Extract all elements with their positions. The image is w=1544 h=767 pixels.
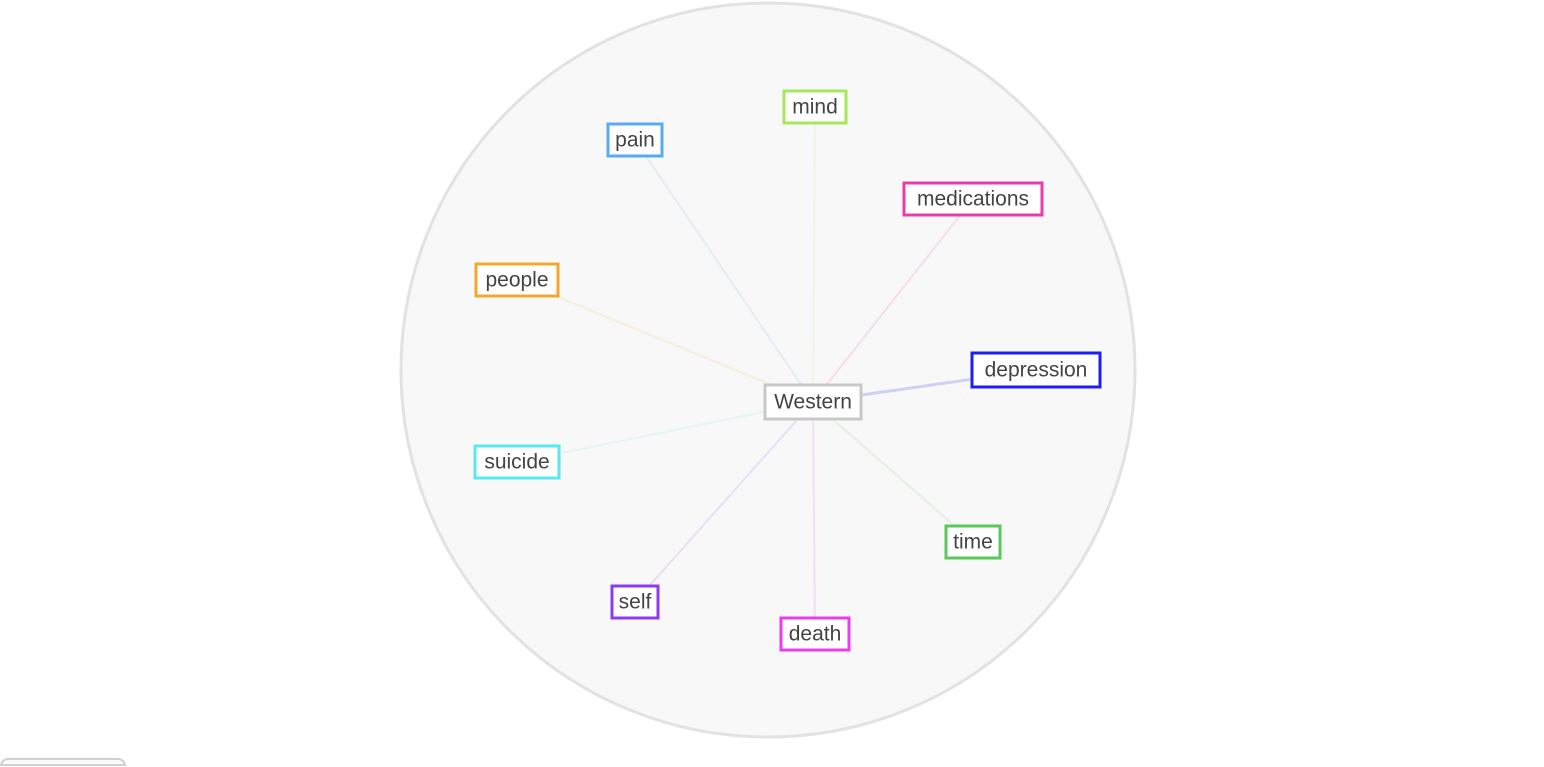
node-depression[interactable]: depression [970, 351, 1102, 389]
node-depression-box [970, 351, 1102, 389]
node-suicide-label: suicide [484, 451, 549, 474]
node-death[interactable]: death [779, 616, 851, 652]
node-people-label: people [485, 269, 548, 292]
node-center-western-label: Western [774, 391, 852, 414]
edge-layer [516, 106, 1037, 635]
node-medications[interactable]: medications [902, 181, 1044, 217]
node-center-western[interactable]: Western [763, 383, 863, 421]
edge-death [812, 401, 816, 635]
node-layer: mind pain medications people depression suici… [473, 89, 1102, 652]
node-people[interactable]: people [474, 262, 560, 298]
edge-time [812, 401, 974, 543]
node-time-box [944, 524, 1002, 560]
edge-self [634, 401, 814, 603]
edge-mind [812, 106, 816, 403]
node-people-box [474, 262, 560, 298]
node-death-label: death [789, 623, 842, 646]
bottom-tab-button[interactable] [0, 758, 126, 766]
node-mind-box [782, 89, 848, 125]
node-center-western-box [763, 383, 863, 421]
node-pain-box [606, 122, 664, 158]
node-time-label: time [953, 531, 993, 554]
node-time[interactable]: time [944, 524, 1002, 560]
node-pain[interactable]: pain [606, 122, 664, 158]
node-mind[interactable]: mind [782, 89, 848, 125]
node-mind-label: mind [792, 96, 838, 119]
node-death-box [779, 616, 851, 652]
node-suicide[interactable]: suicide [473, 444, 561, 480]
edge-people [516, 279, 814, 403]
edge-pain [634, 139, 814, 403]
node-depression-label: depression [985, 359, 1088, 382]
node-medications-label: medications [917, 188, 1029, 211]
node-pain-label: pain [615, 129, 655, 152]
node-self[interactable]: self [610, 584, 660, 620]
node-suicide-box [473, 444, 561, 480]
node-self-box [610, 584, 660, 620]
node-medications-box [902, 181, 1044, 217]
edge-medications [812, 198, 974, 403]
node-self-label: self [619, 591, 652, 614]
